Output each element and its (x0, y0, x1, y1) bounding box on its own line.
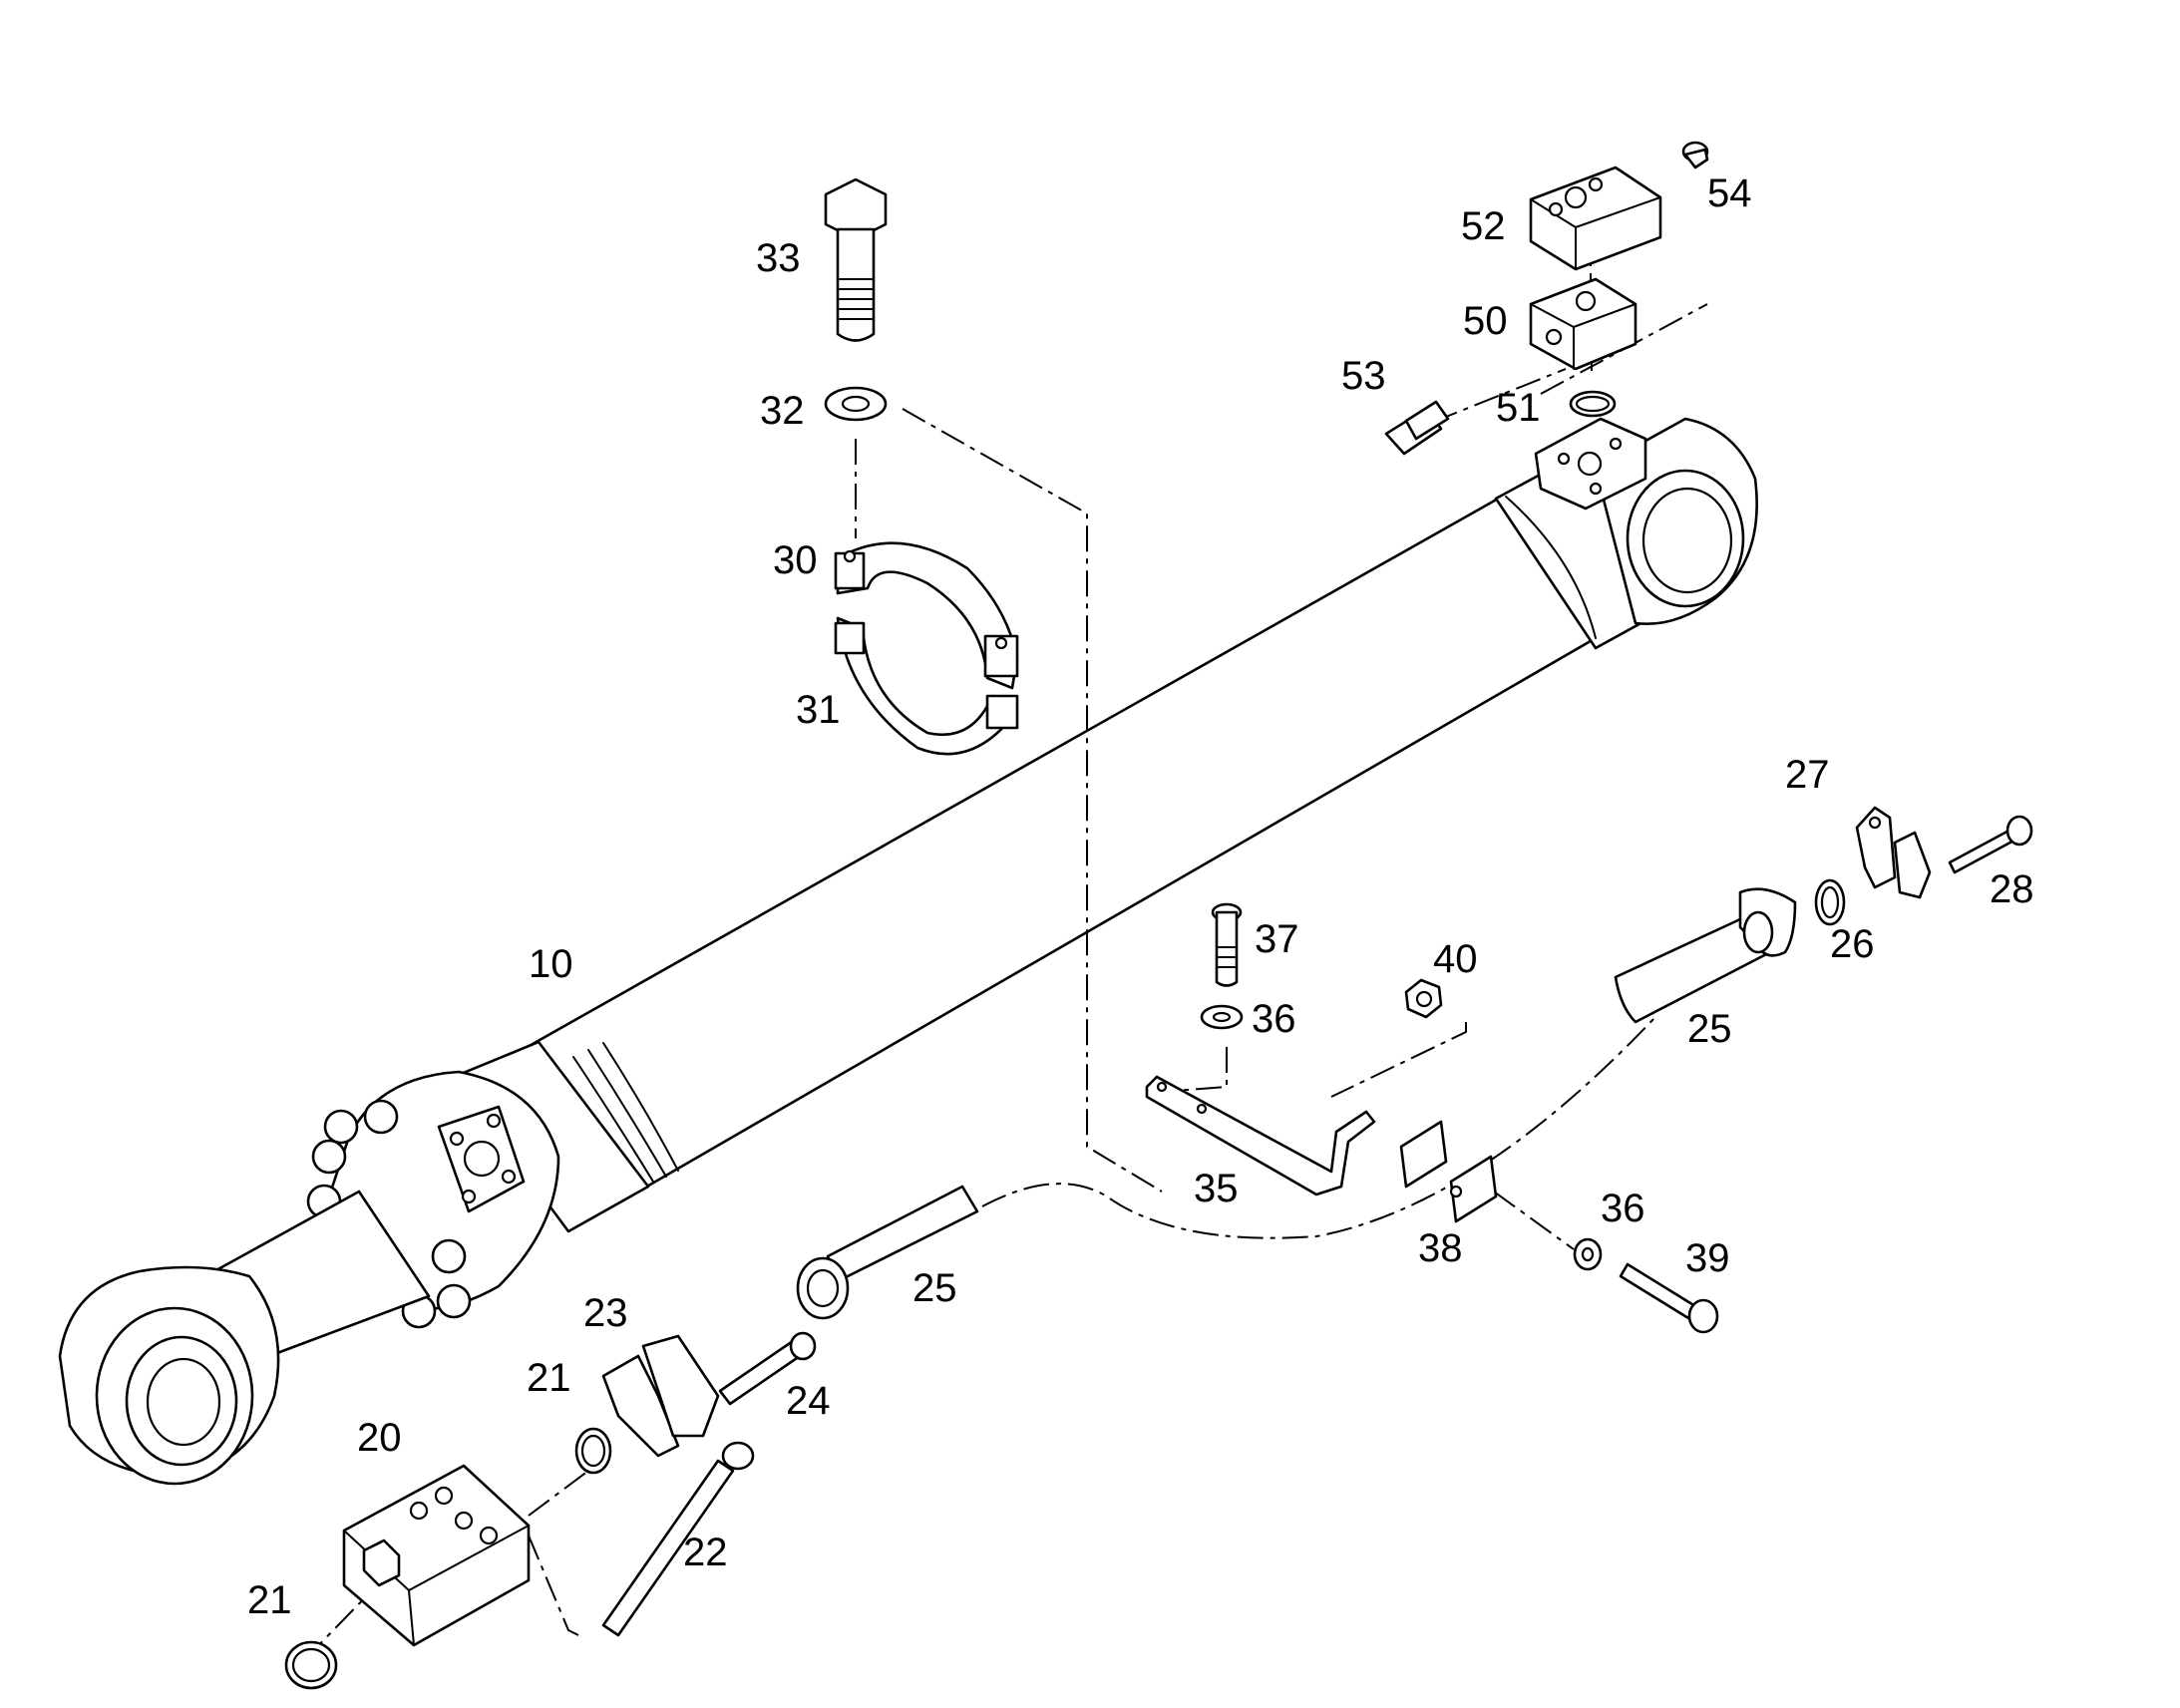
callout-26: 26 (1830, 922, 1875, 966)
callout-31: 31 (796, 688, 841, 732)
callout-51: 51 (1496, 386, 1541, 430)
part-22-long-bolt (601, 1441, 755, 1637)
callout-35: 35 (1194, 1167, 1239, 1210)
callout-25: 25 (1687, 1007, 1732, 1051)
callout-54: 54 (1707, 171, 1752, 215)
part-23-split-flange (601, 1334, 720, 1458)
part-28-bolt (1948, 815, 2033, 874)
part-51-o-ring (1569, 390, 1617, 418)
callout-labels: 10 20 21 21 22 23 24 25 25 26 27 28 30 3… (247, 171, 2034, 1622)
part-24-bolt (718, 1331, 817, 1406)
part-39-bolt (1619, 1262, 1719, 1334)
callout-39: 39 (1685, 1236, 1730, 1280)
callout-33: 33 (756, 236, 801, 280)
part-53-fitting (1384, 400, 1450, 456)
callout-37: 37 (1255, 917, 1299, 961)
callout-53: 53 (1341, 354, 1386, 398)
part-40-nut (1404, 978, 1443, 1019)
callout-32: 32 (760, 389, 805, 433)
cylinder-barrel (517, 487, 1598, 1194)
part-20-port-block (342, 1464, 531, 1647)
part-10-cylinder (58, 417, 1758, 1486)
rod-eye (58, 1265, 280, 1486)
callout-21: 21 (527, 1356, 571, 1400)
part-26-o-ring (1814, 878, 1846, 926)
part-52-valve-plate (1529, 166, 1662, 271)
callout-38: 38 (1418, 1226, 1463, 1270)
part-31-lower-clamp (834, 616, 1019, 756)
callout-36: 36 (1601, 1187, 1645, 1230)
callout-10: 10 (529, 942, 573, 986)
callout-36: 36 (1252, 997, 1296, 1041)
callout-21: 21 (247, 1578, 292, 1622)
cylinder-cap-end (1494, 417, 1758, 650)
part-35-bracket (1145, 1075, 1376, 1196)
part-36-washer-upper (1200, 1004, 1244, 1030)
part-50-valve-block (1529, 277, 1637, 371)
part-36-washer-lower (1573, 1237, 1603, 1271)
callout-50: 50 (1463, 299, 1508, 343)
part-25-tube-lower (796, 1185, 979, 1320)
callout-52: 52 (1461, 204, 1506, 248)
part-38-hinge-bracket (1399, 1120, 1498, 1223)
callout-25: 25 (912, 1266, 957, 1310)
callout-27: 27 (1785, 753, 1830, 797)
part-21-o-ring-lower (284, 1640, 338, 1690)
part-25-tube-upper (1614, 887, 1797, 1024)
callout-20: 20 (357, 1416, 402, 1460)
callout-28: 28 (1990, 867, 2034, 911)
part-27-split-flange (1855, 806, 1932, 899)
part-37-bolt (1211, 902, 1243, 987)
callout-23: 23 (583, 1291, 628, 1335)
part-33-hex-bolt (824, 177, 888, 342)
part-30-upper-clamp (834, 541, 1019, 690)
callout-40: 40 (1433, 937, 1478, 981)
part-54-plug (1681, 141, 1709, 170)
part-32-washer (824, 386, 888, 422)
callout-30: 30 (773, 538, 818, 582)
callout-24: 24 (786, 1379, 831, 1423)
callout-22: 22 (683, 1531, 728, 1574)
part-21-o-ring-upper (574, 1427, 612, 1475)
